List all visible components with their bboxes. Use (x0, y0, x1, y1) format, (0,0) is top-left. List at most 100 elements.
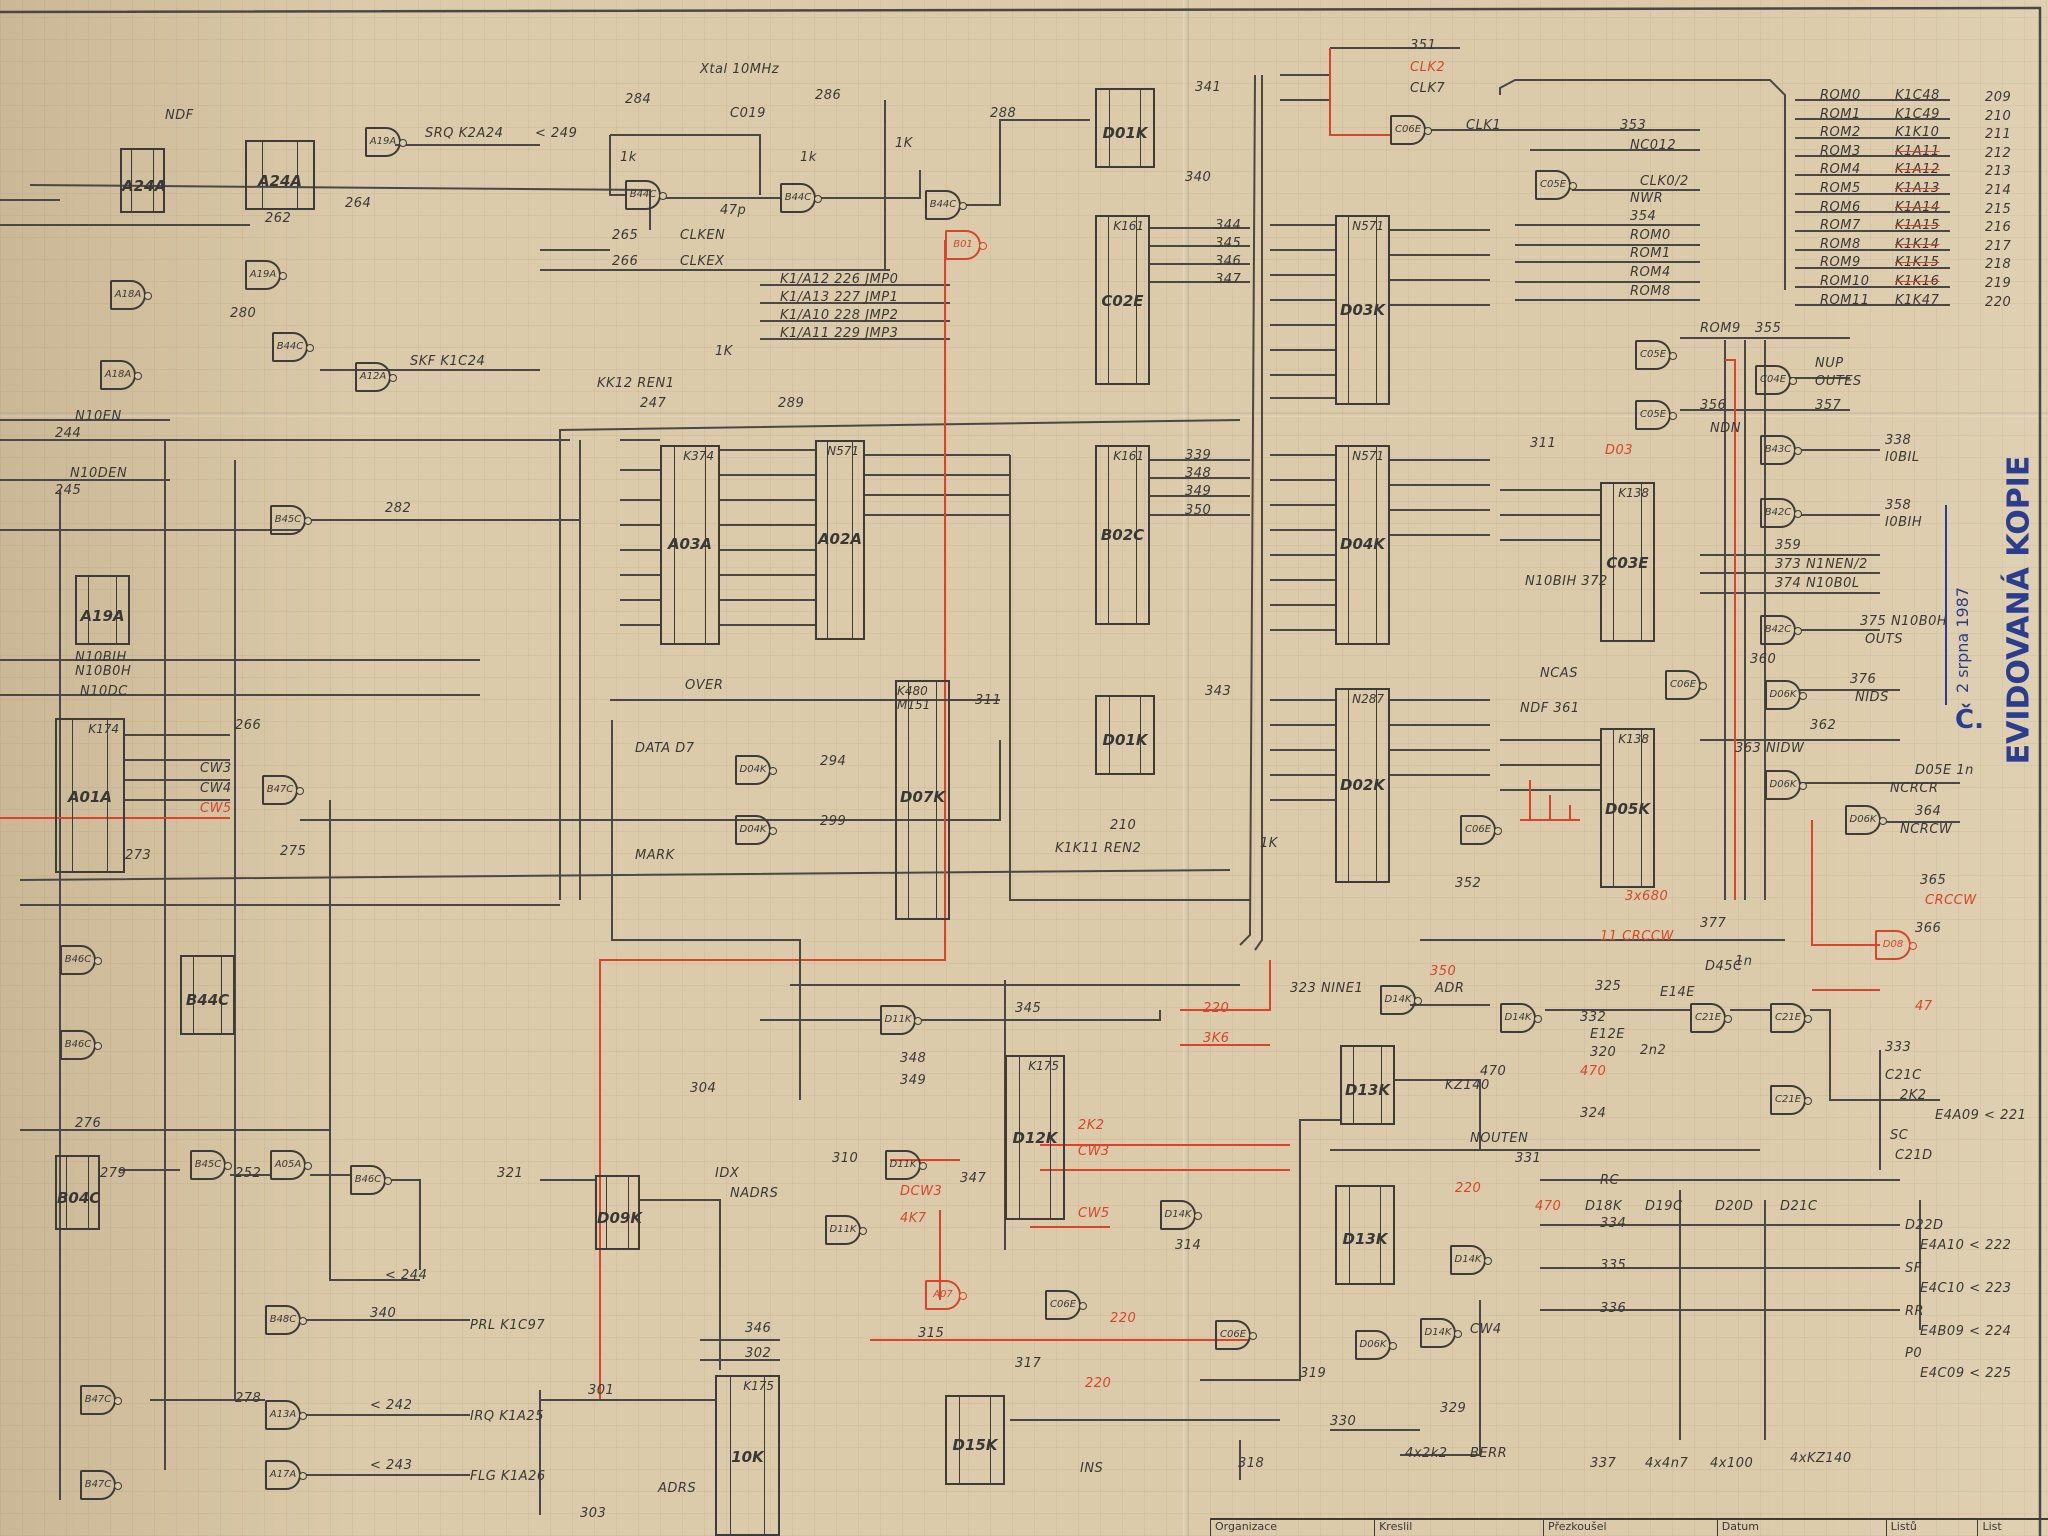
ic-chip: A24A (245, 140, 315, 210)
rom-net-number: 211 (1985, 127, 2012, 143)
ic-body (730, 1377, 765, 1534)
ic-type: N287 (1352, 692, 1384, 706)
rom-line-label: ROM0 (1820, 88, 1861, 103)
net-label: SKF K1C24 (410, 354, 486, 369)
ic-body (1353, 1047, 1382, 1123)
net-label: 288 (990, 106, 1017, 121)
net-label: 335 (1600, 1258, 1627, 1273)
ic-body (1109, 697, 1141, 773)
net-label: DATA D7 (635, 741, 695, 756)
net-label: MARK (635, 848, 675, 863)
wire (20, 1129, 470, 1476)
net-label: 279 (100, 1166, 127, 1181)
wire (620, 439, 660, 626)
ic-designator: D07K (900, 788, 945, 807)
net-label: D22D (1905, 1218, 1944, 1233)
wire (1270, 699, 1335, 801)
net-label: < 244 (385, 1268, 428, 1283)
ic-chip: D13K (1335, 1185, 1395, 1285)
net-label: 280 (230, 306, 257, 321)
net-label: 340 (370, 1306, 397, 1321)
net-label: 357 (1815, 398, 1842, 413)
logic-gate: A18A (110, 280, 152, 310)
ic-body (1348, 217, 1377, 403)
ic-body (827, 442, 853, 638)
net-label: NCAS (1540, 666, 1578, 681)
logic-gate: C06E (1390, 115, 1432, 145)
ic-designator: A24A (122, 177, 167, 196)
logic-gate: A12A (355, 362, 397, 392)
wire (1540, 1179, 1921, 1440)
net-label: 341 (1195, 80, 1222, 95)
net-label: 470 (1480, 1064, 1507, 1079)
net-label: 470 (1535, 1199, 1562, 1214)
wire (1515, 189, 1700, 301)
title-block-cell: Datum (1716, 1520, 1886, 1536)
net-label: 320 (1590, 1045, 1617, 1060)
net-label: 4x4n7 (1645, 1456, 1689, 1471)
net-label: SRQ K2A24 (425, 126, 504, 141)
net-label: D18K (1585, 1199, 1623, 1214)
net-label: 1k (800, 150, 817, 165)
net-label: NDF 361 (1520, 701, 1580, 716)
ic-designator: D05K (1605, 800, 1650, 819)
logic-gate: B42C (1760, 615, 1802, 645)
net-label: 343 (1205, 684, 1232, 699)
ic-body (1108, 447, 1137, 623)
net-label: C21C (1885, 1068, 1922, 1083)
ic-designator: D01K (1102, 731, 1148, 750)
net-label: 301 (588, 1383, 615, 1398)
logic-gate: A18A (100, 360, 142, 390)
net-label: CW4 (1470, 1322, 1502, 1337)
net-label: 304 (690, 1081, 717, 1096)
net-label: CLK1 (1466, 118, 1502, 133)
net-label: 2K2 (1078, 1118, 1105, 1133)
net-label: INS (1080, 1461, 1104, 1476)
net-label: OVER (685, 678, 724, 693)
net-label: NDF (165, 108, 194, 123)
ic-body (261, 142, 299, 208)
logic-gate: D14K (1420, 1318, 1462, 1348)
net-label: 284 (625, 92, 652, 107)
wire (0, 369, 540, 481)
net-label: 366 (1915, 921, 1942, 936)
net-label: 3K6 (1203, 1031, 1230, 1046)
net-label: K1/A11 229 JMP3 (780, 326, 899, 341)
net-label: KK12 REN1 (597, 376, 675, 391)
ic-chip: A24A (120, 148, 167, 213)
net-label: 351 (1410, 38, 1437, 53)
rom-connector-pin: K1A14 (1895, 199, 1940, 215)
net-label: 1K (1260, 836, 1278, 851)
net-label: 315 (918, 1326, 945, 1341)
rom-net-number: 219 (1985, 276, 2012, 291)
ic-chip: D15K (945, 1395, 1005, 1485)
wire (599, 240, 946, 1400)
ic-designator: D04K (1340, 535, 1385, 554)
ic-type: N571 (1352, 219, 1384, 233)
net-label: E4C10 < 223 (1920, 1281, 2012, 1296)
wire (1270, 454, 1335, 631)
rom-connector-pin: K1A11 (1895, 143, 1940, 159)
net-label: ADR (1435, 981, 1465, 996)
net-label: 273 (125, 848, 152, 863)
net-label: 220 (1455, 1181, 1482, 1196)
net-label: SF (1905, 1261, 1922, 1276)
net-label: 365 (1920, 873, 1947, 888)
ic-body (959, 1397, 991, 1483)
rom-net-number: 212 (1985, 145, 2012, 161)
wire (720, 449, 815, 626)
ic-designator: D02K (1340, 775, 1385, 794)
net-label: 318 (1238, 1456, 1265, 1471)
net-label: D20D (1715, 1199, 1754, 1214)
logic-gate: D06K (1355, 1330, 1397, 1360)
net-label: NWR (1630, 191, 1664, 206)
net-label: P0 (1905, 1346, 1923, 1361)
logic-gate: A19A (365, 127, 407, 157)
net-label: 303 (580, 1506, 607, 1521)
net-label: 350 (1430, 964, 1457, 979)
bus-main (1254, 75, 1263, 951)
net-label: 4x100 (1710, 1456, 1754, 1471)
title-block-cell: Kreslil (1374, 1520, 1543, 1536)
